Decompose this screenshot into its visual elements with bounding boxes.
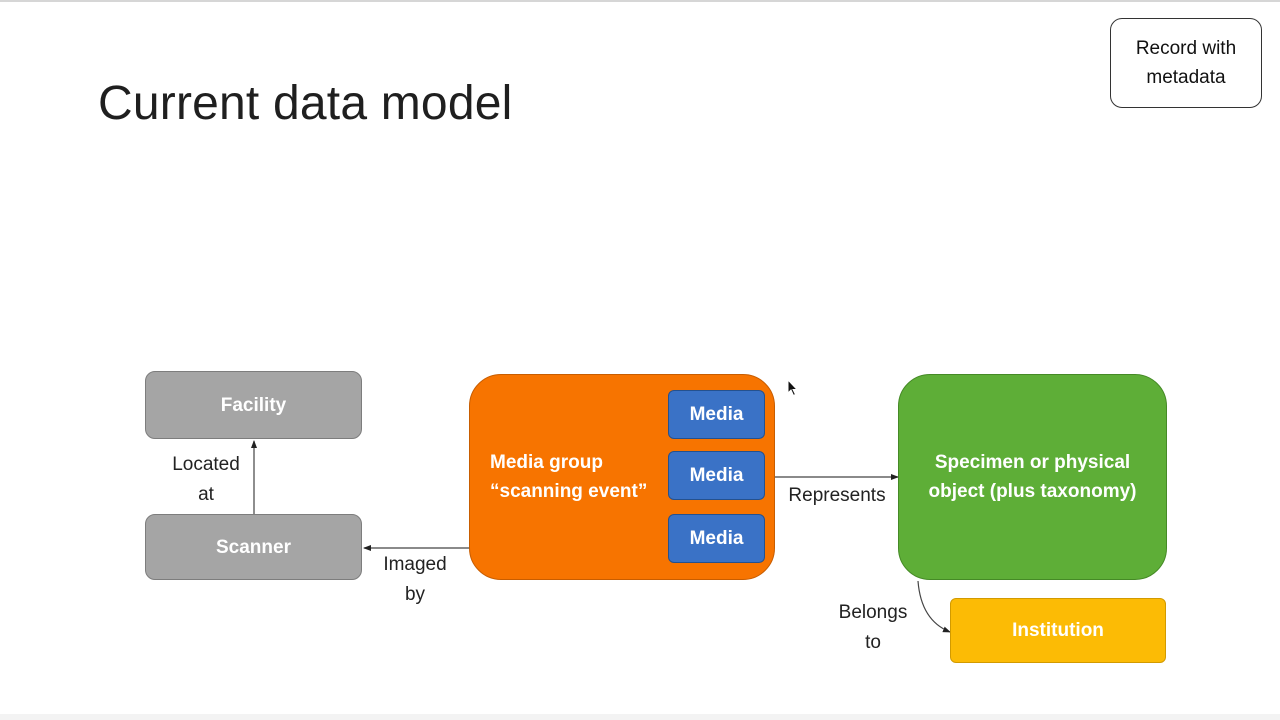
media-label: Media (689, 404, 744, 425)
bottom-bar (0, 714, 1280, 720)
slide-title: Current data model (98, 77, 513, 130)
edge-label-line: Located (172, 454, 240, 475)
facility-node: Facility (145, 371, 362, 439)
edge-label-imaged-by: Imaged by (368, 550, 462, 610)
edge-label-located-at: Located at (160, 450, 252, 510)
scanner-node: Scanner (145, 514, 362, 580)
media-node: Media (668, 390, 765, 439)
legend-record-box: Record with metadata (1110, 18, 1262, 108)
specimen-label: Specimen or physical object (plus taxono… (929, 448, 1137, 506)
specimen-node: Specimen or physical object (plus taxono… (898, 374, 1167, 580)
edge-label-line: to (865, 632, 881, 653)
scanner-label: Scanner (216, 536, 291, 558)
media-node: Media (668, 451, 765, 500)
specimen-line-1: Specimen or physical (934, 452, 1131, 473)
mouse-cursor-icon (787, 379, 799, 397)
institution-node: Institution (950, 598, 1166, 663)
media-group-line-1: Media group (490, 452, 603, 473)
media-group-label: Media group “scanning event” (490, 448, 647, 506)
edge-label-line: Imaged (383, 554, 447, 575)
facility-label: Facility (220, 394, 287, 416)
media-node: Media (668, 514, 765, 563)
edge-label-line: at (198, 484, 214, 505)
legend-line-2: metadata (1146, 67, 1226, 88)
media-label: Media (689, 528, 744, 549)
edge-label-line: Belongs (838, 602, 908, 623)
edge-label-represents: Represents (780, 481, 894, 511)
edge-label-line: by (404, 584, 426, 605)
legend-text: Record with metadata (1136, 34, 1236, 92)
media-group-line-2: “scanning event” (490, 481, 648, 502)
specimen-line-2: object (plus taxonomy) (928, 481, 1137, 502)
edge-belongs-to (917, 580, 951, 633)
edge-label-line: Represents (788, 485, 886, 506)
edge-label-belongs-to: Belongs to (828, 598, 918, 658)
legend-line-1: Record with (1135, 38, 1237, 59)
media-label: Media (689, 465, 744, 486)
institution-label: Institution (1012, 620, 1104, 641)
